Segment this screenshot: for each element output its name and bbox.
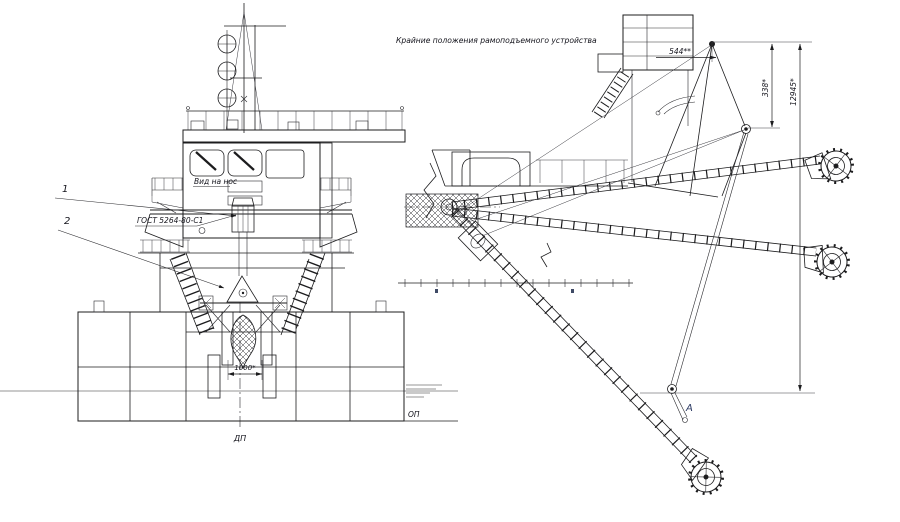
centerline-label: ДП — [233, 434, 246, 443]
bollard — [93, 300, 105, 313]
bridge-wing-right — [319, 177, 352, 214]
boom-position-upper — [451, 145, 857, 211]
break-line-icon — [540, 242, 552, 268]
wiper-icon — [233, 151, 255, 171]
deckhouse-hood — [461, 157, 521, 186]
drag-head — [230, 314, 257, 370]
dim-338: 338* — [712, 41, 812, 129]
boom-position-middle — [451, 207, 853, 283]
tower-stairs-right — [280, 252, 333, 336]
side-view: Крайние положения рамоподъемного устройс… — [396, 14, 857, 502]
bridge-wing-left — [151, 177, 184, 214]
front-view: Вид на нос — [0, 3, 458, 443]
access-ladder — [591, 67, 634, 119]
side-view-title: Крайние положения рамоподъемного устройс… — [396, 36, 597, 45]
dim-544: 544** — [656, 42, 717, 62]
reference-scale — [398, 279, 633, 293]
bucket-wheel-icon — [798, 239, 853, 283]
pontoon-hull — [77, 300, 405, 422]
window — [189, 149, 225, 177]
tower-stairs-left — [159, 252, 215, 336]
signal-balls — [217, 34, 237, 108]
dim-1000: 1000* — [227, 360, 263, 380]
davit-arm — [657, 95, 696, 115]
dim-12945: 12945* — [640, 43, 815, 394]
boom-position-lower — [451, 209, 731, 502]
break-line-icon — [423, 162, 437, 219]
dim-544-text: 544** — [669, 47, 691, 56]
window — [227, 149, 263, 177]
point-a-label: А — [685, 403, 693, 414]
winch-housing — [591, 14, 694, 119]
mast — [217, 3, 286, 133]
bucket-wheel-icon — [802, 145, 857, 189]
waterline-baseline: ОП — [0, 384, 458, 422]
item-leader-2: 2 — [57, 216, 225, 289]
bollard — [375, 300, 387, 313]
sheave-icon — [741, 124, 751, 134]
ship-profile — [431, 70, 719, 198]
hoist-tackle: А — [457, 45, 749, 423]
baseline-label: ОП — [408, 410, 420, 419]
hull-break-section — [404, 162, 552, 268]
weld-callout-text: ГОСТ 5264-80-С1 — [137, 216, 203, 225]
item-1-text: 1 — [62, 184, 68, 195]
dim-338-text: 338* — [761, 79, 770, 97]
weld-callout: ГОСТ 5264-80-С1 — [135, 214, 237, 234]
wiper-icon — [195, 151, 217, 171]
bridge-top-deck — [182, 106, 406, 143]
gantry-frame — [654, 41, 751, 197]
dim-1000-text: 1000* — [234, 364, 256, 372]
window — [265, 149, 305, 179]
dim-12945-text: 12945* — [789, 78, 798, 106]
block-icon — [667, 384, 677, 394]
tick-label-mark — [571, 289, 574, 293]
view-label: Вид на нос — [194, 177, 238, 186]
deck-railing — [536, 159, 628, 183]
wheelhouse: Вид на нос — [182, 142, 333, 239]
waterline-hatch-icon — [406, 384, 442, 398]
item-leader-1: 1 — [54, 184, 237, 218]
main-deck — [138, 209, 358, 269]
tick-label-mark — [435, 289, 438, 293]
item-2-text: 2 — [64, 216, 70, 227]
weld-symbol-icon — [198, 227, 206, 234]
